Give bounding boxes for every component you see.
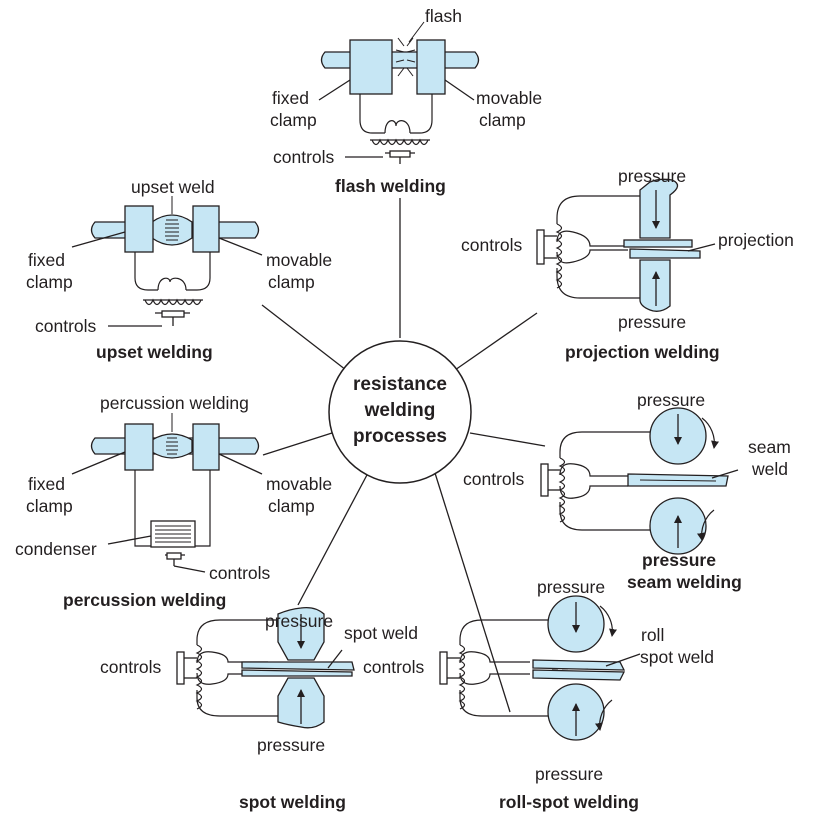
seam-controls-icon (540, 457, 566, 523)
hub-spokes (261, 198, 546, 713)
spot-controls-label: controls (100, 657, 162, 677)
upset-clamp-label-right: clamp (268, 272, 315, 292)
upset-clamp-label-left: clamp (26, 272, 73, 292)
percussion-welding-diagram (71, 413, 263, 573)
projection-pressure-bottom-label: pressure (618, 312, 686, 332)
seam-controls-label: controls (463, 469, 525, 489)
flash-welding-diagram (318, 21, 480, 164)
flash-clamp-label-left: clamp (270, 110, 317, 130)
percussion-condenser-label: condenser (15, 539, 97, 559)
percussion-title: percussion welding (63, 590, 226, 610)
spot-pressure-bottom-label: pressure (257, 735, 325, 755)
condenser-icon (150, 520, 196, 548)
upset-weld-label: upset weld (131, 177, 215, 197)
flash-clamp-label-right: clamp (479, 110, 526, 130)
hub-label-line2: welding (364, 400, 436, 421)
rollspot-pressure-top-label: pressure (537, 577, 605, 597)
percussion-weld-label: percussion welding (100, 393, 249, 413)
upset-weld-icon (165, 219, 179, 241)
rollspot-spot-weld-label: spot weld (640, 647, 714, 667)
seam-label-line1: seam (748, 437, 791, 457)
rollspot-controls-label: controls (363, 657, 425, 677)
spot-weld-label: spot weld (344, 623, 418, 643)
flash-controls-label: controls (273, 147, 335, 167)
upset-welding-diagram (71, 196, 263, 327)
projection-title: projection welding (565, 342, 720, 362)
spot-pressure-top-label: pressure (265, 611, 333, 631)
seam-title-line1: pressure (642, 550, 716, 570)
upset-movable-label: movable (266, 250, 332, 270)
projection-label: projection (718, 230, 794, 250)
upset-fixed-label: fixed (28, 250, 65, 270)
percussion-clamp-label-left: clamp (26, 496, 73, 516)
rollspot-welding-diagram (439, 595, 641, 741)
flash-label: flash (425, 6, 462, 26)
upset-controls-label: controls (35, 316, 97, 336)
percussion-weld-icon (166, 437, 178, 455)
upset-title: upset welding (96, 342, 213, 362)
upset-coil-icon (143, 298, 203, 326)
flash-spark-icon (395, 37, 416, 77)
rollspot-pressure-bottom-label: pressure (535, 764, 603, 784)
hub-circle (328, 340, 472, 484)
seam-pressure-label: pressure (637, 390, 705, 410)
percussion-controls-label: controls (209, 563, 271, 583)
projection-controls-label: controls (461, 235, 523, 255)
hub-label-line3: processes (353, 426, 447, 447)
spot-welding-diagram (176, 606, 355, 729)
rollspot-roll-label: roll (641, 625, 664, 645)
percussion-movable-label: movable (266, 474, 332, 494)
flash-title: flash welding (335, 176, 446, 196)
flash-movable-label: movable (476, 88, 542, 108)
flash-coil-icon (370, 138, 430, 164)
rollspot-title: roll-spot welding (499, 792, 639, 812)
seam-welding-diagram (540, 407, 739, 555)
flash-fixed-label: fixed (272, 88, 309, 108)
projection-pressure-top-label: pressure (618, 166, 686, 186)
projection-welding-diagram (536, 178, 716, 312)
spot-title: spot welding (239, 792, 346, 812)
percussion-fixed-label: fixed (28, 474, 65, 494)
hub-label-line1: resistance (353, 374, 447, 395)
seam-title-line2: seam welding (627, 572, 742, 592)
percussion-clamp-label-right: clamp (268, 496, 315, 516)
seam-label-line2: weld (751, 459, 788, 479)
